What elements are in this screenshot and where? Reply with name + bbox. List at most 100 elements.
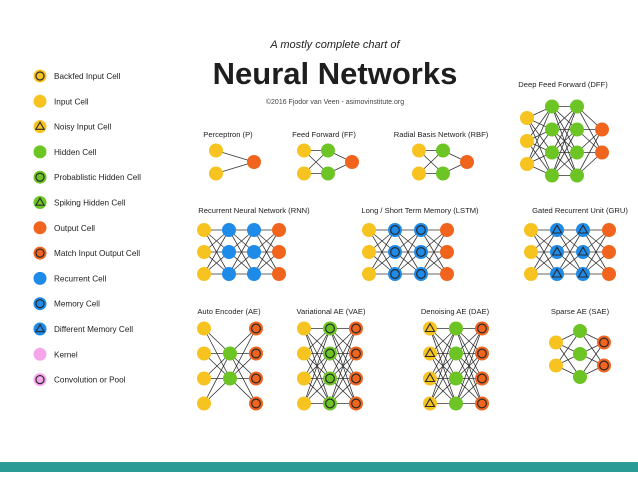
- network-cell: [576, 267, 590, 281]
- network-cell: [323, 321, 337, 336]
- network-cell: [423, 346, 437, 361]
- network-cell: [475, 396, 489, 411]
- network-cell: [323, 346, 337, 361]
- network-cell: [349, 321, 363, 336]
- legend-item: Memory Cell: [33, 297, 100, 311]
- network-cell: [249, 396, 263, 411]
- network-cell: [414, 223, 428, 237]
- network-edge: [368, 229, 396, 275]
- network-cell: [222, 223, 236, 237]
- network-cell: [247, 245, 261, 259]
- legend-swatch: [33, 297, 47, 311]
- legend-label: Hidden Cell: [54, 148, 97, 157]
- legend-label: Different Memory Cell: [54, 325, 133, 334]
- network-cell: [520, 134, 534, 148]
- network-edges: [303, 328, 357, 404]
- network-dae: Denoising AE (DAE): [421, 307, 490, 411]
- network-cell: [388, 223, 402, 237]
- network-cell: [223, 371, 237, 386]
- legend-label: Convolution or Pool: [54, 376, 126, 385]
- legend-label: Probablistic Hidden Cell: [54, 173, 141, 182]
- network-cell: [595, 122, 609, 137]
- network-edge: [530, 229, 558, 275]
- network-cell: [573, 370, 587, 384]
- network-cell: [545, 122, 559, 137]
- network-cell: [545, 168, 559, 183]
- network-edge: [329, 353, 357, 404]
- network-title: Variational AE (VAE): [297, 307, 366, 316]
- network-cell: [362, 267, 376, 281]
- network-title: Auto Encoder (AE): [197, 307, 261, 316]
- chart-credit: ©2016 Fjodor van Veen - asimovinstitute.…: [266, 98, 404, 106]
- legend-item: Spiking Hidden Cell: [33, 196, 126, 209]
- network-cell: [345, 155, 359, 169]
- network-cell: [297, 143, 311, 158]
- network-edge: [551, 106, 578, 176]
- network-cell: [197, 321, 211, 336]
- legend-label: Spiking Hidden Cell: [54, 199, 126, 208]
- network-cell: [223, 346, 237, 361]
- network-cell: [247, 223, 261, 237]
- legend-swatch: [33, 373, 47, 387]
- legend-label: Backfed Input Cell: [54, 72, 121, 81]
- network-edge: [455, 328, 483, 404]
- network-ae: Auto Encoder (AE): [197, 307, 263, 411]
- legend-swatch: [33, 196, 47, 209]
- network-cell: [297, 396, 311, 411]
- network-cell: [550, 223, 564, 237]
- network-title: Sparse AE (SAE): [551, 307, 610, 316]
- network-edge: [556, 229, 584, 275]
- network-cell: [573, 347, 587, 361]
- network-cell: [573, 324, 587, 338]
- network-cell: [412, 143, 426, 158]
- network-cell: [449, 321, 463, 336]
- network-edge: [576, 129, 603, 176]
- network-edge: [582, 229, 610, 275]
- network-lstm: Long / Short Term Memory (LSTM): [361, 206, 479, 281]
- legend-item: Hidden Cell: [33, 145, 97, 159]
- network-edge: [526, 129, 553, 165]
- network-cell: [597, 335, 611, 350]
- network-cell: [209, 166, 223, 181]
- network-edge: [303, 353, 331, 404]
- network-cell: [570, 122, 584, 137]
- legend-swatch: [33, 322, 47, 336]
- legend-swatch: [33, 120, 47, 134]
- network-cell: [570, 99, 584, 114]
- network-cell: [570, 145, 584, 160]
- network-ff: Feed Forward (FF): [292, 130, 359, 181]
- network-title: Denoising AE (DAE): [421, 307, 490, 316]
- network-cell: [297, 346, 311, 361]
- network-cell: [247, 155, 261, 169]
- legend-swatch: [33, 170, 47, 184]
- network-p: Perceptron (P): [203, 130, 261, 181]
- legend-item: Noisy Input Cell: [33, 120, 112, 134]
- network-edge: [203, 353, 231, 404]
- network-edge: [429, 328, 457, 379]
- network-cell: [550, 267, 564, 281]
- network-cell: [321, 166, 335, 181]
- network-cell: [272, 223, 286, 237]
- network-cell: [460, 155, 474, 169]
- network-dff: Deep Feed Forward (DFF): [518, 80, 609, 183]
- network-edges: [429, 328, 483, 404]
- network-cell: [597, 358, 611, 373]
- network-cell: [297, 371, 311, 386]
- network-cell: [388, 267, 402, 281]
- network-cell: [602, 223, 616, 237]
- legend-label: Memory Cell: [54, 300, 100, 309]
- network-edge: [455, 353, 483, 404]
- legend-swatch: [33, 69, 47, 83]
- network-vae: Variational AE (VAE): [297, 307, 366, 411]
- legend-item: Probablistic Hidden Cell: [33, 170, 141, 184]
- network-cell: [249, 371, 263, 386]
- network-cell: [222, 245, 236, 259]
- network-cell: [222, 267, 236, 281]
- network-cell: [362, 223, 376, 237]
- network-sae: Sparse AE (SAE): [549, 307, 611, 384]
- network-cell: [570, 168, 584, 183]
- legend-item: Convolution or Pool: [33, 373, 126, 387]
- network-edges: [526, 106, 603, 176]
- network-edges: [368, 229, 448, 275]
